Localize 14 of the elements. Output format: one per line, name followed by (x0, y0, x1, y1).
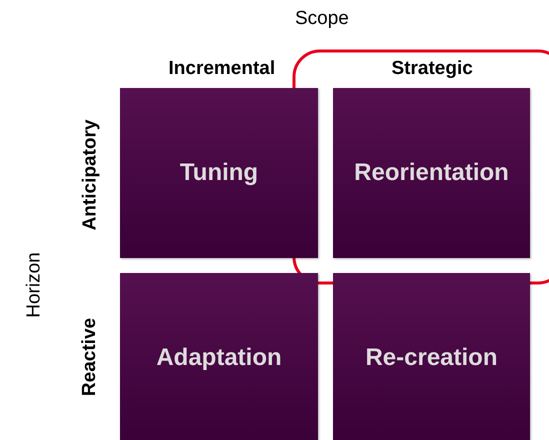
column-heading: Incremental (168, 58, 276, 80)
quadrant-label: Tuning (180, 159, 258, 187)
quadrant-box (120, 273, 318, 440)
quadrant-label: Re-creation (365, 344, 498, 372)
column-heading: Strategic (392, 58, 473, 80)
row-heading: Anticipatory (78, 120, 101, 230)
axis-title: Horizon (23, 252, 46, 318)
axis-title: Scope (295, 8, 349, 30)
quadrant-label: Reorientation (354, 159, 509, 187)
row-heading: Reactive (79, 318, 102, 396)
quadrant-box (333, 88, 530, 258)
quadrant-box (120, 88, 318, 258)
quadrant-label: Adaptation (156, 344, 282, 372)
quadrant-box (333, 273, 530, 440)
